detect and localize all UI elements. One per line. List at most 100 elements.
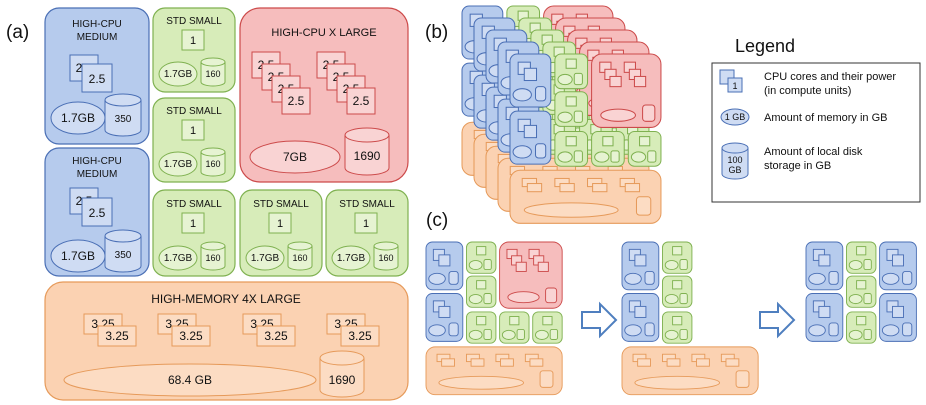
panel-b bbox=[461, 5, 662, 224]
cpu-core-box bbox=[542, 316, 553, 326]
cpu-core-box bbox=[523, 67, 538, 82]
memory-ellipse bbox=[512, 88, 532, 102]
disk-cylinder: 160 bbox=[200, 57, 226, 87]
instance-title-line1: HIGH-CPU bbox=[72, 19, 121, 30]
physical-host bbox=[509, 53, 662, 224]
memory-ellipse bbox=[848, 329, 863, 340]
memory-ellipse bbox=[512, 145, 532, 159]
disk-cylinder bbox=[448, 270, 459, 285]
disk-cylinder bbox=[644, 322, 655, 337]
cpu-core-box bbox=[354, 212, 378, 234]
memory-ellipse bbox=[664, 329, 679, 340]
instance-title: STD SMALL bbox=[166, 16, 222, 27]
cpu-core-box bbox=[624, 183, 641, 193]
disk-cylinder bbox=[735, 370, 750, 388]
cpu-core-box bbox=[565, 136, 577, 147]
legend-memory-text: Amount of memory in GB bbox=[764, 112, 888, 124]
legend-box bbox=[711, 62, 921, 203]
disk-cylinder bbox=[828, 322, 839, 337]
disk-legend-value-1: 100 bbox=[727, 155, 742, 165]
memory-ellipse bbox=[881, 272, 900, 285]
memory-value: 1.7GB bbox=[61, 249, 95, 263]
legend-disk-text-1: Amount of local disk bbox=[764, 146, 863, 158]
cpu-core-group: 2.52.52.52.52.52.52.52.5 bbox=[251, 51, 376, 115]
cpu-core-box bbox=[637, 358, 651, 367]
disk-cylinder: 1690 bbox=[319, 350, 365, 398]
legend-cpu-text-2: (in compute units) bbox=[764, 85, 851, 97]
cpu-core-box bbox=[529, 358, 544, 367]
disk-cylinder bbox=[644, 270, 655, 285]
memory-ellipse bbox=[634, 375, 720, 390]
cpu-core-box bbox=[602, 136, 614, 147]
memory-ellipse bbox=[848, 259, 863, 271]
cpu-core-box bbox=[81, 197, 113, 227]
instance-high-cpu-medium-2: HIGH-CPU MEDIUM 2.5 2.5 1.7GB 350 bbox=[44, 147, 150, 277]
cpu-core-box bbox=[281, 87, 311, 115]
right-arrow-icon bbox=[581, 301, 618, 339]
memory-ellipse bbox=[468, 259, 483, 271]
cpu-core-box bbox=[97, 325, 137, 347]
instance-std-small-1: STD SMALL 1 1.7GB 160 bbox=[152, 7, 236, 93]
disk-cylinder bbox=[902, 322, 913, 337]
memory-value: 1.7GB bbox=[164, 69, 193, 80]
cpu-core-box bbox=[672, 316, 683, 326]
disk-cylinder: 350 bbox=[104, 93, 142, 137]
cpu-core-value: 2.5 bbox=[353, 94, 370, 108]
memory-ellipse bbox=[63, 363, 317, 397]
memory-ellipse bbox=[245, 245, 285, 271]
cpu-core-box bbox=[181, 119, 205, 141]
memory-ellipse bbox=[808, 272, 826, 285]
cpu-core-value: 3.25 bbox=[179, 329, 203, 343]
right-arrow-icon bbox=[759, 301, 796, 339]
instance-title-line2: MEDIUM bbox=[77, 32, 118, 43]
disk-legend-icon: 100 GB bbox=[721, 142, 749, 180]
memory-ellipse bbox=[468, 329, 483, 340]
disk-cylinder: 160 bbox=[200, 147, 226, 177]
disk-value: 1690 bbox=[329, 373, 356, 387]
disk-cylinder bbox=[483, 328, 492, 340]
memory-ellipse bbox=[535, 329, 549, 340]
cpu-core-box bbox=[856, 246, 867, 256]
legend: Legend 1 CPU cores and their power (in c… bbox=[711, 36, 921, 203]
cpu-core-box bbox=[500, 358, 514, 367]
memory-ellipse bbox=[881, 324, 900, 337]
cpu-core-box bbox=[515, 261, 527, 272]
cpu-core-value: 2.5 bbox=[89, 206, 106, 220]
memory-legend-value: 1 GB bbox=[725, 112, 746, 122]
disk-cylinder bbox=[534, 143, 547, 159]
memory-ellipse bbox=[664, 259, 679, 271]
cpu-core-box bbox=[346, 87, 376, 115]
memory-ellipse bbox=[158, 61, 198, 87]
cpu-core-value: 1 bbox=[190, 218, 196, 230]
memory-ellipse bbox=[428, 272, 446, 285]
disk-value: 350 bbox=[115, 114, 132, 125]
disk-cylinder bbox=[549, 328, 559, 340]
cpu-core-box bbox=[171, 325, 211, 347]
cpu-core-box bbox=[672, 246, 683, 256]
memory-ellipse bbox=[158, 151, 198, 177]
memory-ellipse bbox=[808, 324, 826, 337]
disk-cylinder bbox=[545, 287, 558, 304]
cpu-core-box bbox=[470, 358, 485, 367]
instance-std-small-4: STD SMALL 1 1.7GB 160 bbox=[239, 189, 323, 277]
memory-ellipse bbox=[331, 245, 371, 271]
disk-cylinder bbox=[516, 328, 525, 340]
legend-cpu-text-1: CPU cores and their power bbox=[764, 71, 896, 83]
instance-std-small-3: STD SMALL 1 1.7GB 160 bbox=[152, 189, 236, 277]
cpu-core-box bbox=[609, 75, 622, 88]
cpu-core-box bbox=[181, 212, 205, 234]
cpu-core-value: 2.5 bbox=[288, 94, 305, 108]
disk-value: 350 bbox=[115, 250, 132, 261]
instance-high-memory-4xlarge: HIGH-MEMORY 4X LARGE 3.253.253.253.253.2… bbox=[44, 281, 409, 401]
memory-ellipse bbox=[630, 151, 647, 163]
physical-host-minimal bbox=[805, 241, 917, 344]
cpu-core-box bbox=[438, 254, 451, 267]
panel-label-b: (b) bbox=[425, 22, 448, 43]
panel-c bbox=[425, 241, 917, 396]
disk-cylinder bbox=[647, 150, 657, 163]
cpu-core-value: 3.25 bbox=[264, 329, 288, 343]
instance-title-line1: HIGH-CPU bbox=[72, 156, 121, 167]
cpu-core-box bbox=[634, 305, 647, 318]
disk-cylinder bbox=[635, 196, 652, 216]
memory-ellipse bbox=[557, 73, 573, 86]
